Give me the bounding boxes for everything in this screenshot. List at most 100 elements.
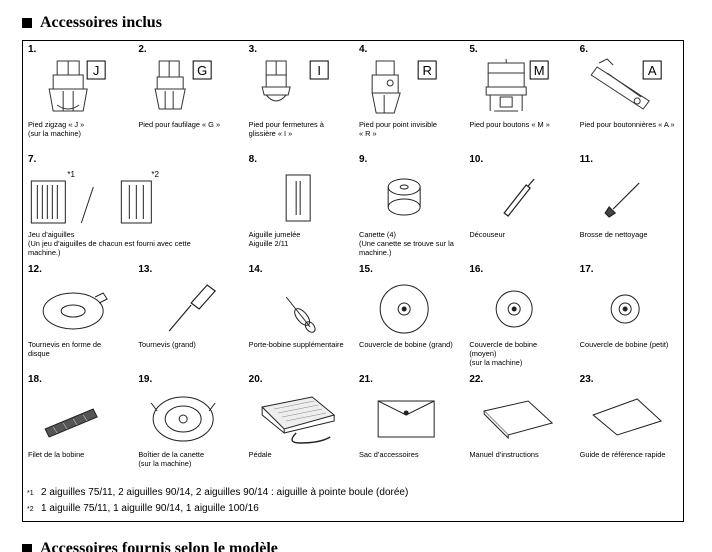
item-label: Brosse de nettoyage	[579, 230, 648, 239]
bobbin-case-icon	[133, 387, 243, 449]
item-number: 1.	[28, 44, 37, 55]
foot-letter: J	[93, 63, 100, 78]
item-label: Découseur	[469, 230, 506, 239]
accessory-item: 22. Manuel d’instructions	[464, 371, 574, 475]
item-label: Aiguille jumelée Aiguille 2/11	[248, 230, 301, 248]
item-label: Couvercle de bobine (grand)	[358, 340, 453, 349]
item-label: Filet de la bobine	[28, 450, 85, 459]
item-label: Tournevis (grand)	[138, 340, 196, 349]
item-label: Pied pour point invisible « R »	[358, 120, 438, 138]
item-number: 12.	[28, 264, 42, 275]
footnote: *1 2 aiguilles 75/11, 2 aiguilles 90/14,…	[27, 487, 683, 503]
footnote-text: 1 aiguille 75/11, 1 aiguille 90/14, 1 ai…	[41, 503, 259, 514]
item-label: Guide de référence rapide	[579, 450, 666, 459]
spool-cap-medium-icon	[464, 277, 574, 339]
item-number: 20.	[248, 374, 263, 385]
section-title-text: Accessoires inclus	[40, 14, 162, 31]
accessory-item: 3. I Pied pour fermetures	[244, 41, 354, 151]
item-label: Manuel d’instructions	[469, 450, 539, 459]
manual-icon	[464, 387, 574, 449]
item-label: Canette (4) (Une canette se trouve sur l…	[358, 230, 454, 257]
grid-row: 1. J Pied z	[23, 41, 685, 151]
accessory-item: 5. M Pied p	[464, 41, 574, 151]
item-number: 4.	[358, 44, 368, 55]
zipper-foot-icon: I	[244, 57, 354, 119]
accessory-item: 2. G Pied pour faufilage «	[133, 41, 243, 151]
accessory-item: 9. Canette (4) (Une canette se trouve su…	[354, 151, 464, 261]
accessory-item: 7. *1 *2	[23, 151, 244, 261]
accessory-item: 21. Sac d’accessoires	[354, 371, 464, 475]
accessory-item: 12. Tournevis en forme de disque	[23, 261, 133, 371]
accessory-item: 16. Couvercle de bobine (moyen) (sur la …	[464, 261, 574, 371]
accessory-item: 8. Aiguille jumelée Aiguille 2/11	[244, 151, 354, 261]
item-number: 18.	[28, 374, 42, 385]
item-label: Pied pour fermetures à glissière « I »	[248, 120, 324, 138]
section-title: Accessoires inclus	[22, 14, 162, 32]
footnote-mark: *1	[67, 170, 75, 179]
footnote-text: 2 aiguilles 75/11, 2 aiguilles 90/14, 2 …	[41, 487, 409, 498]
spool-pin-icon	[244, 277, 354, 339]
foot-letter: A	[647, 63, 656, 78]
accessory-item: 14. Porte-bobine supplémentaire	[244, 261, 354, 371]
item-label: Pied zigzag « J » (sur la machine)	[28, 120, 85, 138]
grid-row: 18. Filet de la bobine 19.	[23, 371, 685, 475]
footnote: *2 1 aiguille 75/11, 1 aiguille 90/14, 1…	[27, 503, 683, 519]
item-label: Pied pour boutonnières « A »	[579, 120, 675, 129]
cleaning-brush-icon	[575, 167, 685, 229]
accessory-item: 15. Couvercle de bobine (grand)	[354, 261, 464, 371]
square-bullet-icon	[22, 18, 32, 28]
next-section-title: Accessoires fournis selon le modèle	[22, 540, 278, 552]
item-number: 7.	[28, 154, 37, 165]
item-number: 17.	[579, 264, 594, 275]
blind-stitch-foot-icon: R	[354, 57, 464, 119]
footnotes: *1 2 aiguilles 75/11, 2 aiguilles 90/14,…	[23, 487, 683, 519]
accessory-item: 19. Boîtier de la canette (sur la machin…	[133, 371, 243, 475]
footnote-mark: *1	[27, 490, 34, 497]
accessory-item: 23. Guide de référence rapide	[575, 371, 685, 475]
item-label: Porte-bobine supplémentaire	[248, 340, 344, 349]
item-number: 5.	[469, 44, 478, 55]
item-label: Couvercle de bobine (moyen) (sur la mach…	[469, 340, 538, 367]
accessory-item: 1. J Pied z	[23, 41, 133, 151]
item-label: Pied pour boutons « M »	[469, 120, 550, 129]
foot-letter: I	[317, 63, 321, 78]
disc-screwdriver-icon	[23, 277, 133, 339]
item-label: Boîtier de la canette (sur la machine)	[138, 450, 205, 468]
buttonhole-foot-icon: A	[575, 57, 685, 119]
item-label: Jeu d’aiguilles (Un jeu d’aiguilles de c…	[28, 230, 191, 257]
accessories-grid: 1. J Pied z	[23, 41, 685, 475]
grid-row: 7. *1 *2	[23, 151, 685, 261]
item-number: 22.	[469, 374, 484, 385]
spool-cap-large-icon	[354, 277, 464, 339]
accessory-bag-icon	[354, 387, 464, 449]
presser-foot-icon: G	[133, 57, 243, 119]
item-number: 6.	[579, 44, 588, 55]
bobbin-icon	[354, 167, 464, 229]
item-number: 14.	[248, 264, 263, 275]
square-bullet-icon	[22, 544, 32, 552]
item-number: 23.	[579, 374, 594, 385]
item-number: 21.	[358, 374, 373, 385]
item-number: 15.	[358, 264, 373, 275]
accessory-item: 6. A Pied pour boutonnières « A »	[575, 41, 685, 151]
accessories-table: 1. J Pied z	[22, 40, 684, 522]
item-number: 3.	[248, 44, 257, 55]
item-label: Couvercle de bobine (petit)	[579, 340, 669, 349]
foot-letter: M	[534, 63, 545, 78]
screwdriver-icon	[133, 277, 243, 339]
foot-letter: R	[422, 63, 431, 78]
footnote-mark: *2	[151, 170, 159, 179]
spool-net-icon	[23, 387, 133, 449]
item-number: 13.	[138, 264, 153, 275]
accessory-item: 11. Brosse de nettoyage	[575, 151, 685, 261]
item-label: Pied pour faufilage « G »	[138, 120, 221, 129]
accessory-item: 17. Couvercle de bobine (petit)	[575, 261, 685, 371]
item-label: Sac d’accessoires	[358, 450, 419, 459]
accessory-item: 13. Tournevis (grand)	[133, 261, 243, 371]
item-number: 10.	[469, 154, 484, 165]
spool-cap-small-icon	[575, 277, 685, 339]
item-number: 9.	[358, 154, 368, 165]
button-foot-icon: M	[464, 57, 574, 119]
foot-letter: G	[197, 63, 207, 78]
needle-set-icon: *1 *2	[23, 167, 244, 229]
